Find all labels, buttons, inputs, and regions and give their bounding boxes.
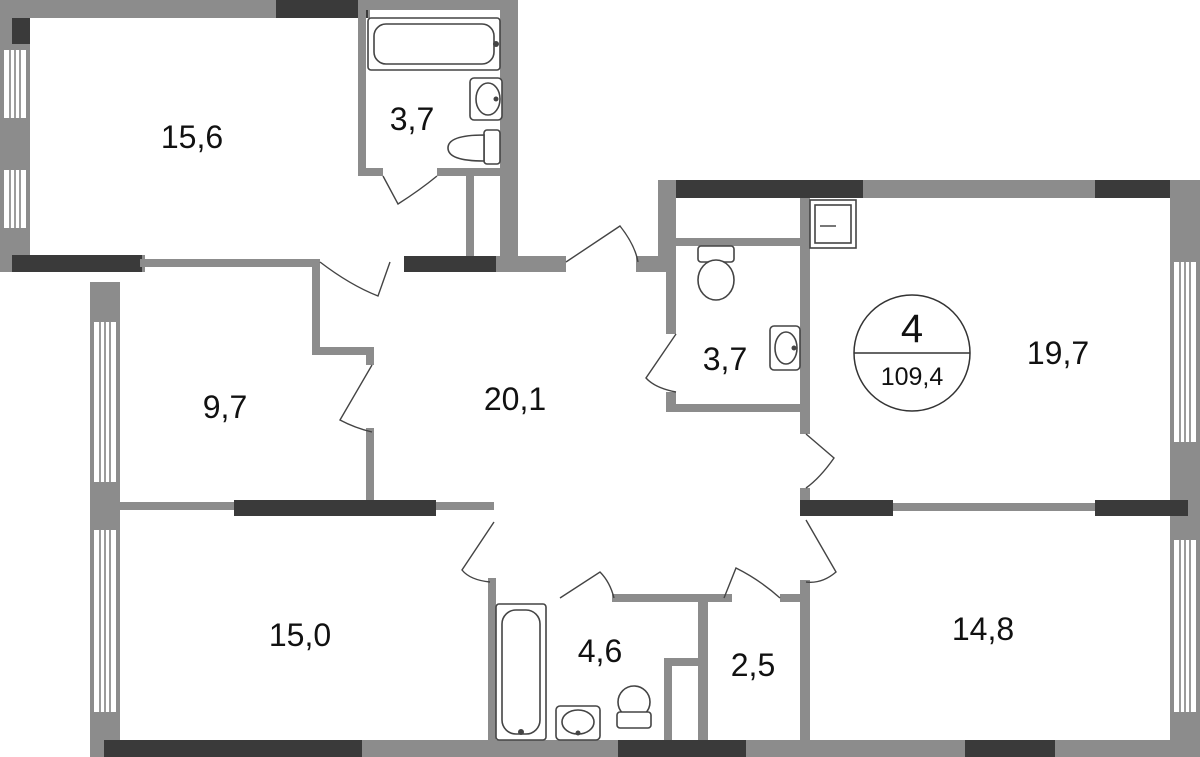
- toilet-top: [483, 129, 501, 165]
- room-area-storage: 2,5: [731, 647, 775, 683]
- rooms-count: 4: [901, 307, 923, 351]
- doors: [319, 175, 837, 599]
- room-area-wc: 3,7: [703, 341, 747, 377]
- room-area-bedroom-top-left: 15,6: [161, 119, 223, 155]
- apartment-badge: 4 109,4: [853, 294, 971, 412]
- room-area-hall: 20,1: [484, 381, 546, 417]
- room-area-bathroom-bottom: 4,6: [578, 633, 622, 669]
- room-area-room-bottom-right: 14,8: [952, 611, 1014, 647]
- room-labels: 15,6 3,7 9,7 20,1 3,7 19,7 15,0 4,6 2,5 …: [161, 101, 1089, 683]
- room-area-bathroom-top: 3,7: [390, 101, 434, 137]
- fixtures: [367, 17, 857, 741]
- room-area-room-right: 19,7: [1027, 335, 1089, 371]
- room-area-room-left: 9,7: [203, 389, 247, 425]
- windows: [4, 50, 1196, 712]
- total-area: 109,4: [881, 363, 944, 391]
- room-area-room-bottom-left: 15,0: [269, 617, 331, 653]
